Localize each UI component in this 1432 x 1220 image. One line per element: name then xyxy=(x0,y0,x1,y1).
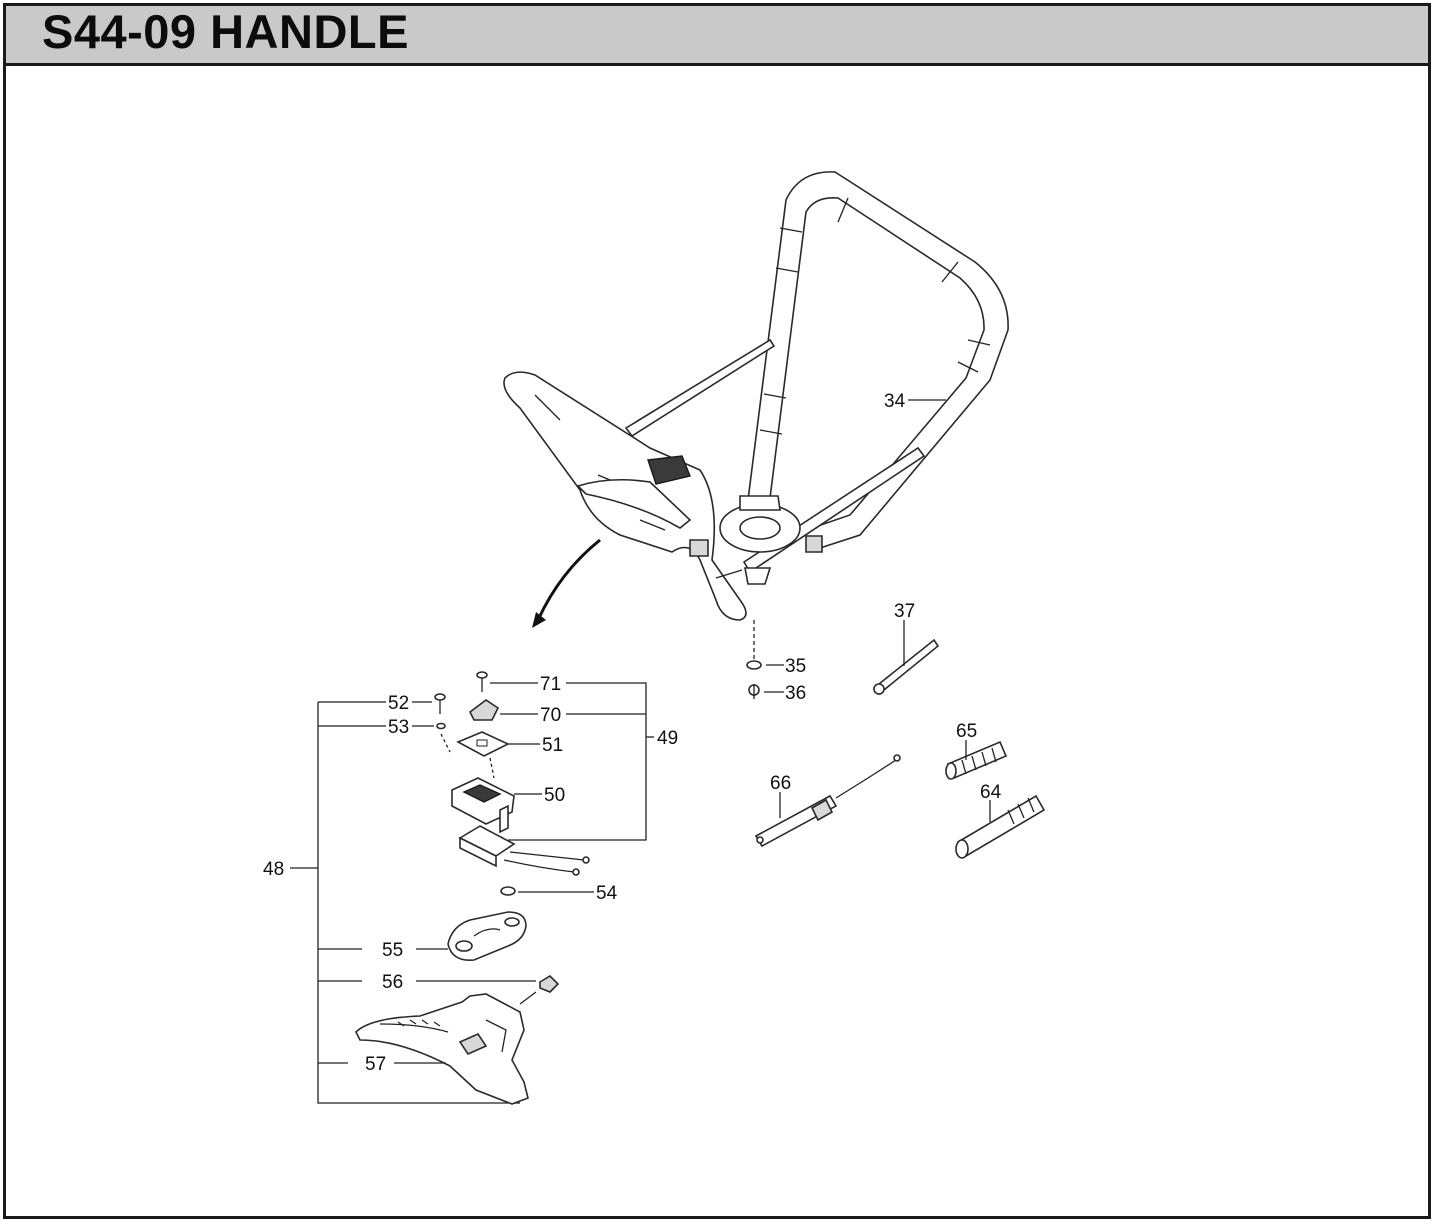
clamp-55 xyxy=(447,911,527,961)
callout-36: 36 xyxy=(785,683,806,704)
callout-55: 55 xyxy=(382,940,403,961)
callout-66: 66 xyxy=(770,773,791,794)
cap-70 xyxy=(468,699,500,721)
stop-switch xyxy=(458,825,590,876)
screw-52 xyxy=(434,693,446,714)
washer-54 xyxy=(500,886,516,896)
throttle-cable-66 xyxy=(754,754,901,848)
washer-53 xyxy=(436,722,446,730)
title-bar: S44-09 HANDLE xyxy=(6,5,1428,66)
handle-frame-34 xyxy=(503,171,1009,621)
bracket-48 xyxy=(317,702,520,1104)
callout-56: 56 xyxy=(382,972,403,993)
callout-48: 48 xyxy=(263,859,284,880)
callout-65: 65 xyxy=(956,721,977,742)
nut-56 xyxy=(539,974,560,993)
diagram-title: S44-09 HANDLE xyxy=(42,5,409,58)
switch-housing-50 xyxy=(451,777,515,834)
assembly-arrow xyxy=(532,538,601,628)
spring-64 xyxy=(955,794,1046,859)
throttle-lever-57 xyxy=(355,993,529,1105)
callout-49: 49 xyxy=(657,728,678,749)
screw-36 xyxy=(748,684,760,699)
callout-50: 50 xyxy=(544,785,565,806)
callout-57: 57 xyxy=(365,1054,386,1075)
spring-65 xyxy=(945,740,1008,780)
washer-35 xyxy=(746,660,762,670)
cable-tie-37 xyxy=(872,638,940,696)
callout-53: 53 xyxy=(388,717,409,738)
plate-51 xyxy=(456,731,510,757)
callout-70: 70 xyxy=(540,705,561,726)
callout-34: 34 xyxy=(884,391,906,412)
screw-71 xyxy=(476,671,488,692)
callout-54: 54 xyxy=(596,883,618,904)
callout-64: 64 xyxy=(980,782,1002,803)
diagram-frame: S44-09 HANDLE xyxy=(3,3,1431,1219)
callout-37: 37 xyxy=(894,601,915,622)
callout-71: 71 xyxy=(540,674,561,695)
callout-51: 51 xyxy=(542,735,563,756)
bracket-49 xyxy=(508,682,647,841)
callout-52: 52 xyxy=(388,693,409,714)
callout-35: 35 xyxy=(785,656,806,677)
